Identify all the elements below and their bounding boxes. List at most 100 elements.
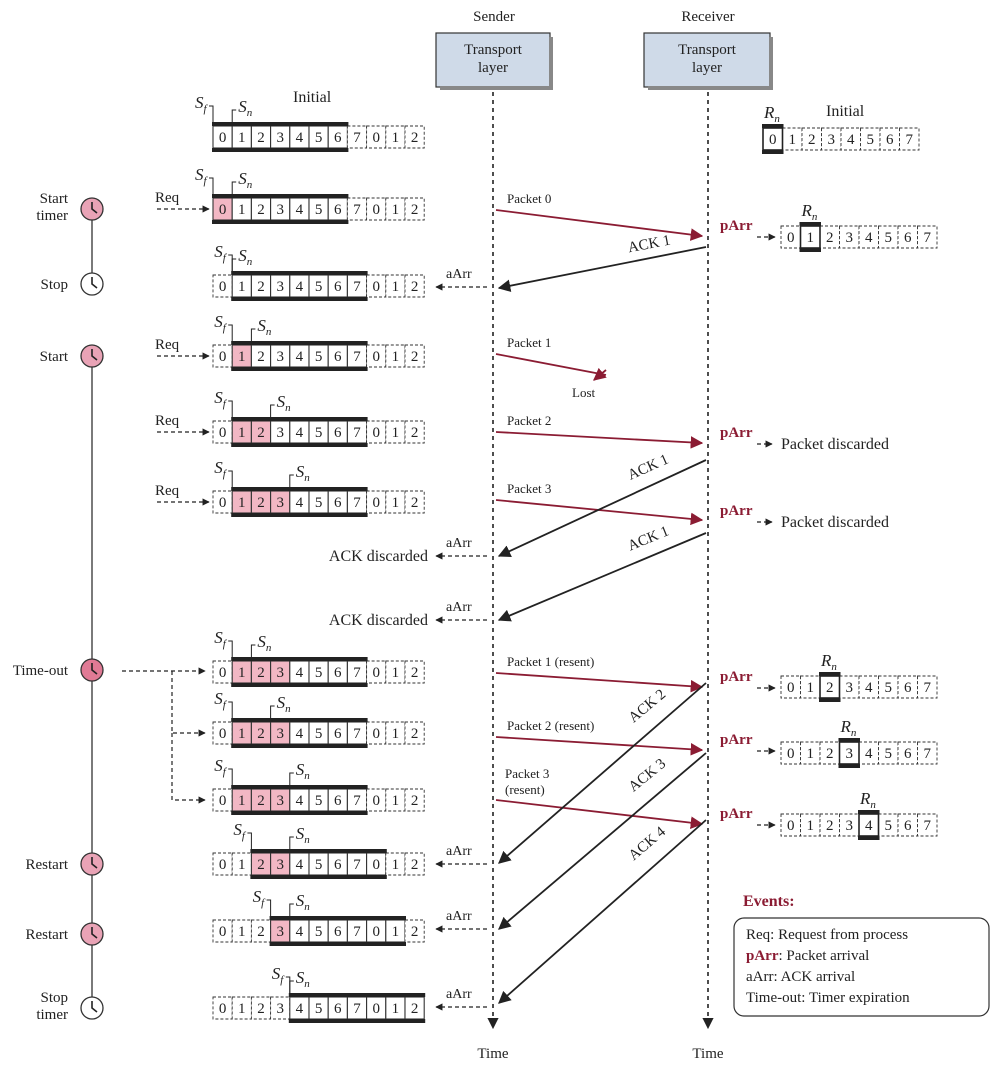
sender-cell-label: 4 xyxy=(296,279,304,295)
aarr-label: aArr xyxy=(446,987,472,1002)
receiver-cell-label: 2 xyxy=(826,230,834,246)
sender-cell-label: 2 xyxy=(257,202,265,218)
rn-bar-top xyxy=(858,810,880,814)
sn-label: Sn xyxy=(296,968,311,990)
sender-cell-label: 5 xyxy=(315,1001,323,1017)
sender-cell-label: 1 xyxy=(238,857,246,873)
sf-sn-markers xyxy=(266,899,294,916)
sender-cell-label: 2 xyxy=(257,495,265,511)
parr-label: pArr xyxy=(720,669,753,685)
sender-cell xyxy=(404,420,425,444)
sender-cell-label: 0 xyxy=(372,130,380,146)
sender-cell-label: 1 xyxy=(238,279,246,295)
legend-text: : Packet arrival xyxy=(779,948,870,964)
packet-label: Packet 2 (resent) xyxy=(507,718,594,733)
sender-window-bar-top xyxy=(231,657,368,661)
sender-window-bar-top xyxy=(212,194,349,198)
sender-window-bar-bottom xyxy=(231,513,368,517)
sender-cell-label: 4 xyxy=(296,425,304,441)
sn-label: Sn xyxy=(296,891,311,913)
legend-item: aArr: ACK arrival xyxy=(746,969,855,985)
lost-label: Lost xyxy=(572,385,596,400)
sender-cell-label: 7 xyxy=(353,130,361,146)
sender-cell-label: 6 xyxy=(334,202,342,218)
sender-cell-label: 1 xyxy=(392,924,400,940)
ack-line xyxy=(498,752,707,930)
receiver-cell-label: 0 xyxy=(787,230,795,246)
timer-clock: Stop xyxy=(40,272,104,296)
sf-label: Sf xyxy=(253,887,267,909)
sender-cell-label: 1 xyxy=(392,130,400,146)
sender-cell-label: 2 xyxy=(411,202,419,218)
sender-cell-label: 2 xyxy=(411,495,419,511)
parr-event: pArr xyxy=(720,732,776,755)
packet-discarded-label: Packet discarded xyxy=(781,514,889,531)
receiver-cell-label: 4 xyxy=(865,818,873,834)
parr-label: pArr xyxy=(720,503,753,519)
receiver-cell-label: 0 xyxy=(787,680,795,696)
sender-cell-label: 2 xyxy=(257,924,265,940)
sender-cell-label: 0 xyxy=(372,279,380,295)
sender-cell-label: 5 xyxy=(315,726,323,742)
ack-line xyxy=(497,459,707,557)
sf-sn-markers xyxy=(228,400,275,417)
sender-cell-label: 1 xyxy=(238,495,246,511)
sender-cell-label: 0 xyxy=(372,202,380,218)
packet-line xyxy=(495,209,704,241)
packet-label: Packet 2 xyxy=(507,413,551,428)
sender-cell xyxy=(404,660,425,684)
sf-sn-markers xyxy=(228,254,237,271)
sn-label: Sn xyxy=(277,693,292,715)
receiver-cell xyxy=(917,225,938,249)
sender-window-bar-top xyxy=(231,487,368,491)
ack-discarded-label: ACK discarded xyxy=(329,548,428,565)
sender-cell-label: 1 xyxy=(392,202,400,218)
sender-cell-label: 3 xyxy=(276,495,284,511)
receiver-cell-label: 7 xyxy=(924,746,932,762)
sender-cell-label: 1 xyxy=(238,1001,246,1017)
rn-bar-bottom xyxy=(838,764,860,768)
parr-label: pArr xyxy=(720,732,753,748)
sender-cell-label: 6 xyxy=(334,726,342,742)
legend-key: pArr xyxy=(746,948,779,964)
sender-cell-label: 2 xyxy=(411,857,419,873)
sender-box-line1: Transport xyxy=(464,42,523,58)
sender-cell-label: 0 xyxy=(372,495,380,511)
ack-line xyxy=(498,682,707,864)
packet-arrow: Packet 2 (resent) xyxy=(495,718,704,756)
sn-label: Sn xyxy=(257,316,272,338)
sender-cell-label: 3 xyxy=(276,425,284,441)
receiver-cell xyxy=(899,127,920,151)
sender-cell-label: 4 xyxy=(296,665,304,681)
sender-window-bar-bottom xyxy=(269,942,406,946)
receiver-cell-label: 5 xyxy=(885,818,893,834)
sf-sn-markers xyxy=(209,177,237,194)
aarr-event: aArr xyxy=(435,909,487,933)
sender-cell-label: 2 xyxy=(411,279,419,295)
sender-cell-label: 0 xyxy=(372,793,380,809)
sender-window-bar-top xyxy=(231,785,368,789)
rn-bar-top xyxy=(819,672,841,676)
timer-label: Stop xyxy=(40,990,68,1006)
sender-cell-label: 0 xyxy=(372,726,380,742)
sender-window-bar-top xyxy=(212,122,349,126)
packet-label: Packet 3 xyxy=(507,481,551,496)
sender-cell-label: 0 xyxy=(372,425,380,441)
sender-cell-label: 6 xyxy=(334,130,342,146)
receiver-box-line1: Transport xyxy=(678,42,737,58)
sender-cell-label: 4 xyxy=(296,726,304,742)
receiver-cell xyxy=(917,675,938,699)
receiver-cell-label: 5 xyxy=(885,230,893,246)
packet-arrow: Packet 3(resent) xyxy=(495,766,704,829)
sf-label: Sf xyxy=(233,820,247,842)
sender-cell-label: 2 xyxy=(257,130,265,146)
sender-cell-label: 5 xyxy=(315,425,323,441)
sender-window-bar-bottom xyxy=(231,367,368,371)
legend-key: aArr xyxy=(746,969,773,985)
sender-cell-label: 6 xyxy=(334,495,342,511)
